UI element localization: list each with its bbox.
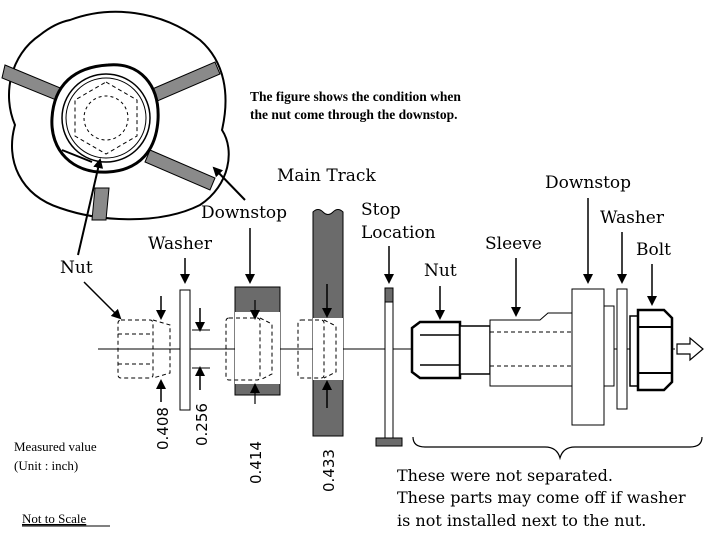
caption-line-1: The figure shows the condition when — [250, 89, 461, 104]
scale-note: Not to Scale — [22, 511, 86, 526]
washer-right — [616, 288, 628, 410]
hub-end-view — [1, 10, 230, 221]
note-line-1: These were not separated. — [397, 466, 613, 485]
grouping-brace — [412, 436, 703, 461]
stop-location-bracket — [375, 287, 403, 447]
caption-line-2: the nut come through the downstop. — [250, 107, 458, 122]
downstop-left — [225, 286, 281, 396]
note-line-3: is not installed next to the nut. — [397, 511, 646, 530]
nut-left-label: Nut — [60, 258, 93, 278]
washer-right-label: Washer — [600, 208, 665, 228]
measured-label-1: Measured value — [14, 439, 97, 454]
main-track — [297, 209, 344, 437]
nut-right-label: Nut — [424, 261, 457, 281]
downstop-right — [571, 288, 615, 426]
main-track-dimension: 0.433 — [320, 449, 338, 492]
measured-label-2: (Unit : inch) — [14, 458, 78, 473]
washer-left — [179, 289, 191, 411]
downstop-right-label: Downstop — [545, 173, 631, 193]
sleeve-label: Sleeve — [485, 234, 542, 254]
nut-dimension: 0.408 — [154, 407, 172, 450]
bolt-head — [629, 308, 674, 392]
washer-dimension: 0.256 — [193, 403, 211, 446]
bolt-label: Bolt — [636, 240, 671, 260]
note-line-2: These parts may come off if washer — [397, 488, 686, 507]
downstop-dimension: 0.414 — [247, 441, 265, 484]
direction-arrow — [676, 336, 704, 362]
washer-left-label: Washer — [148, 234, 213, 254]
hub-arrow — [212, 166, 246, 201]
downstop-left-label: Downstop — [201, 203, 287, 223]
nut-left-arrow — [83, 281, 122, 320]
nut-right — [410, 320, 491, 380]
main-track-label: Main Track — [277, 166, 376, 186]
stop-location-label-1: Stop — [361, 200, 401, 220]
nut-left-ghost — [117, 319, 171, 379]
nut-hub-arrow — [77, 158, 104, 256]
stop-location-label-2: Location — [361, 223, 436, 243]
